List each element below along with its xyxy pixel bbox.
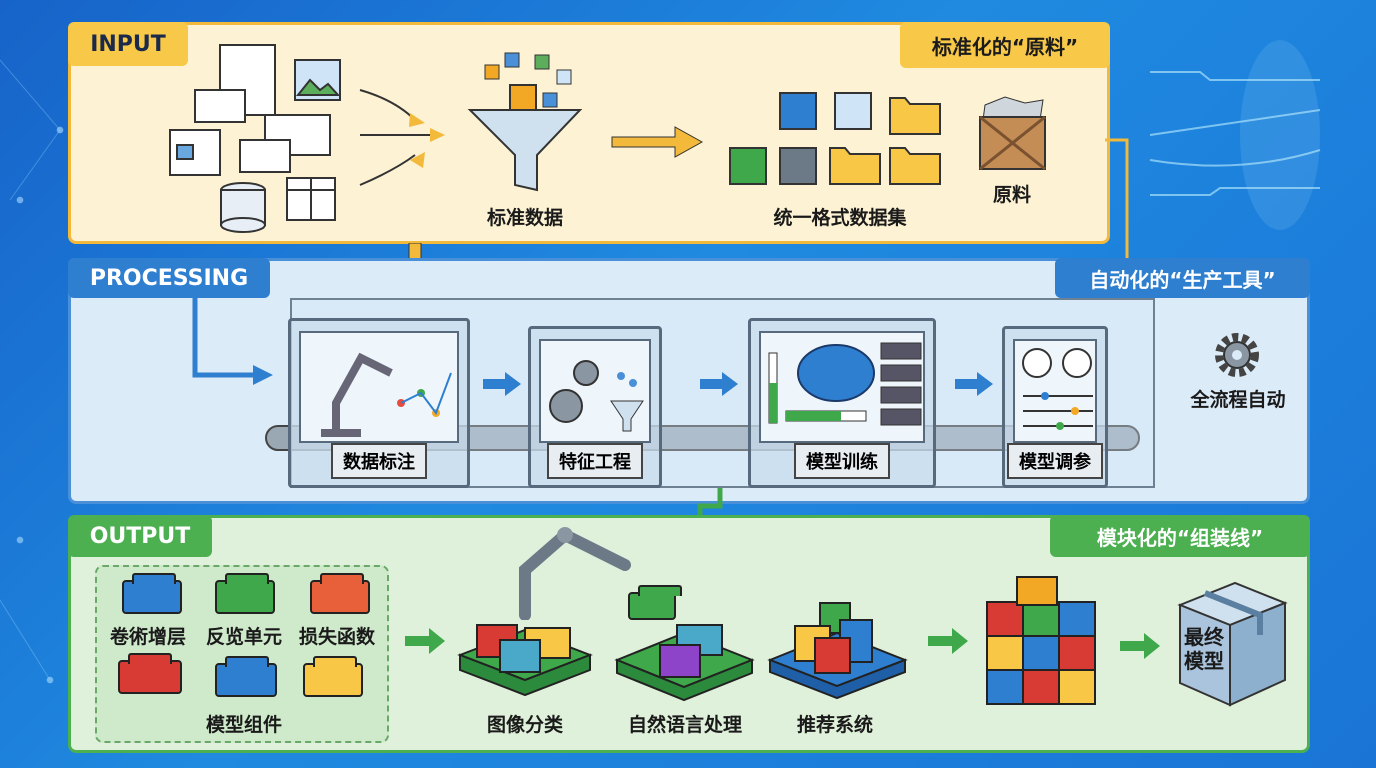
raw-material-crate-icon	[979, 96, 1046, 171]
lego-brick-blue	[122, 573, 182, 614]
document-sources-icon	[169, 44, 341, 233]
flow-arrow-icon	[483, 372, 521, 396]
station-label: 模型训练	[794, 443, 890, 479]
dataset-icon	[729, 92, 941, 185]
application-label: 图像分类	[486, 714, 564, 736]
component-label: 损失函数	[298, 626, 376, 648]
flow-arrow-icon	[700, 372, 738, 396]
output-tagline: 模块化的“组装线”	[1050, 515, 1310, 557]
input-tagline: 标准化的“原料”	[900, 22, 1110, 68]
gears-funnel-icon	[549, 360, 644, 432]
dataset-label: 统一格式数据集	[773, 207, 907, 229]
station-model-training: 模型训练	[748, 318, 936, 488]
components-group-label: 模型组件	[205, 714, 283, 736]
station-screen	[299, 331, 459, 443]
green-arrow-icon	[928, 628, 968, 654]
full-automation-label: 全流程自动	[1190, 389, 1286, 411]
station-data-labeling: 数据标注	[288, 318, 470, 488]
station-screen	[1013, 339, 1097, 443]
green-arrow-icon	[1120, 633, 1160, 659]
robot-arm-icon	[519, 527, 631, 620]
gear-icon	[1215, 333, 1259, 377]
converging-arrows-icon	[359, 89, 445, 186]
funnel-icon	[467, 52, 583, 192]
final-model-label: 最终模型	[1184, 625, 1224, 673]
processing-tagline: 自动化的“生产工具”	[1055, 258, 1310, 298]
station-model-tuning: 模型调参	[1002, 326, 1108, 488]
station-screen	[759, 331, 925, 443]
gauges-sliders-icon	[1022, 348, 1093, 430]
right-arrow-icon	[611, 126, 704, 158]
component-label: 卷術增层	[109, 626, 187, 648]
nlp-assembly	[614, 624, 755, 702]
assembled-cube-icon	[986, 576, 1096, 705]
application-label: 自然语言处理	[627, 714, 743, 736]
brain-server-icon	[768, 342, 922, 426]
lego-brick-blue	[215, 656, 277, 697]
lego-brick-green	[215, 573, 275, 614]
output-title: OUTPUT	[68, 515, 212, 557]
recommendation-assembly	[767, 602, 908, 700]
station-label: 数据标注	[331, 443, 427, 479]
flow-arrow-icon	[955, 372, 993, 396]
image-classification-assembly	[457, 624, 593, 697]
lego-brick-green	[628, 585, 682, 620]
raw-material-label: 原料	[992, 184, 1032, 206]
input-title: INPUT	[68, 22, 188, 66]
processing-entry-arrow	[192, 295, 273, 385]
final-model-box-icon	[1177, 581, 1288, 707]
lego-brick-yellow	[303, 656, 363, 697]
application-label: 推荐系统	[796, 714, 874, 736]
station-label: 模型调参	[1007, 443, 1103, 479]
lego-brick-red	[118, 653, 182, 694]
processing-title: PROCESSING	[68, 258, 270, 298]
robot-arm-icon	[321, 352, 452, 437]
station-label: 特征工程	[547, 443, 643, 479]
station-feature-engineering: 特征工程	[528, 326, 662, 488]
input-connector-line	[1105, 138, 1129, 260]
station-screen	[539, 339, 651, 443]
lego-brick-orange	[310, 573, 370, 614]
funnel-label: 标准数据	[486, 207, 564, 229]
green-arrow-icon	[405, 628, 445, 654]
component-label: 反览单元	[205, 626, 283, 648]
